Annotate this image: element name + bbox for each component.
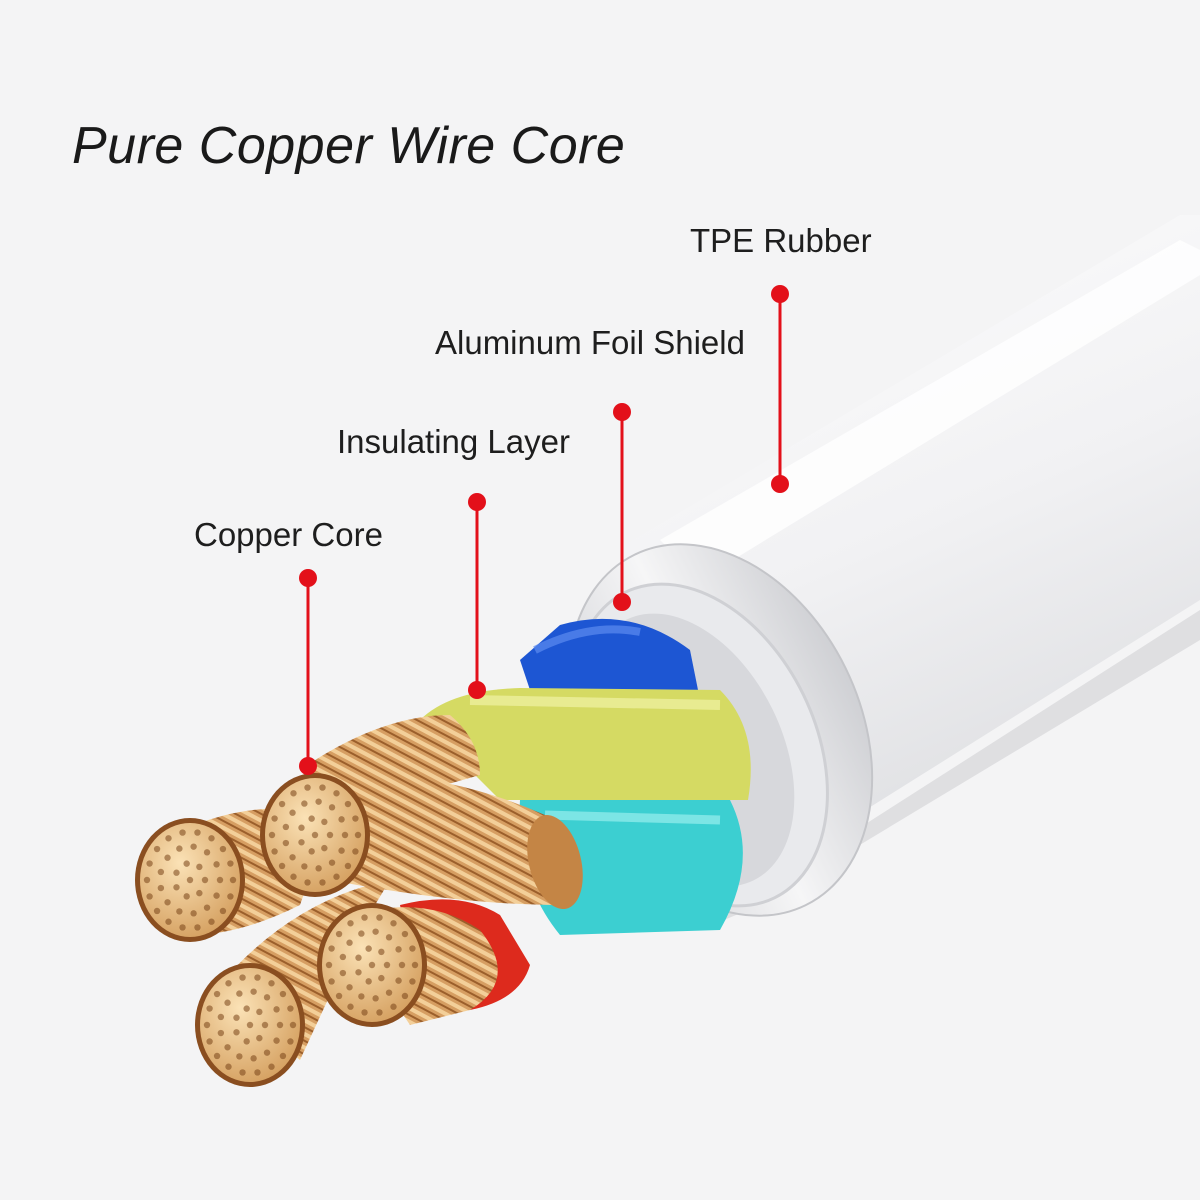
label-aluminum-foil-shield: Aluminum Foil Shield xyxy=(435,324,745,361)
copper-strands-middle xyxy=(300,774,572,905)
callout-marker-copper-core xyxy=(299,569,317,775)
diagram-title: Pure Copper Wire Core xyxy=(72,117,626,175)
callout-marker-tpe-rubber xyxy=(771,285,789,493)
label-insulating-layer: Insulating Layer xyxy=(337,423,570,460)
callout-marker-aluminum-foil-shield xyxy=(613,403,631,611)
strand-end-left xyxy=(135,818,245,942)
wire-yellow xyxy=(420,688,751,800)
jacket-highlight xyxy=(660,240,1200,580)
label-copper-core: Copper Core xyxy=(194,516,383,553)
callout-marker-insulating-layer xyxy=(468,493,486,699)
strand-end-bottom-right xyxy=(317,903,427,1027)
strand-end-top xyxy=(260,773,370,897)
strand-end-bottom-left xyxy=(195,963,305,1087)
label-tpe-rubber: TPE Rubber xyxy=(690,222,872,259)
